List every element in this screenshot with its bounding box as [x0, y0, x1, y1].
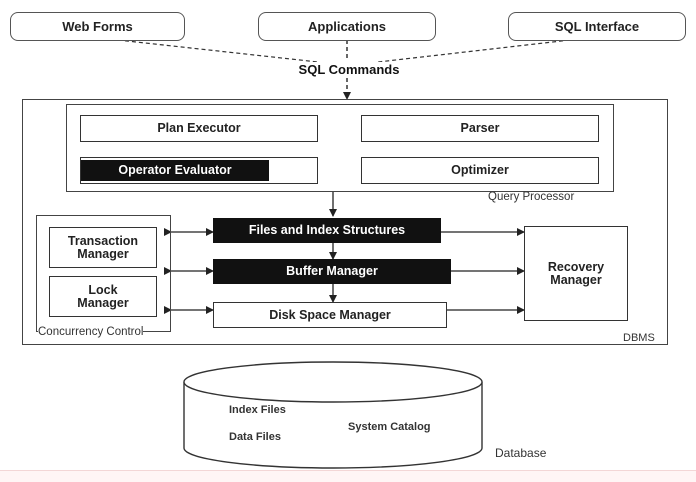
- sql-interface-label: SQL Interface: [554, 19, 640, 34]
- transaction-manager-box: Transaction Manager: [49, 227, 157, 268]
- data-files-label: Data Files: [229, 431, 281, 443]
- web-forms-dashed-line: [117, 39, 319, 63]
- applications-box: Applications: [258, 12, 436, 41]
- operator-evaluator-label: Operator Evaluator: [118, 163, 232, 177]
- operator-evaluator-box: Operator Evaluator: [80, 157, 318, 184]
- parser-box: Parser: [361, 115, 599, 142]
- files-index-box: Files and Index Structures: [213, 218, 441, 243]
- web-forms-label: Web Forms: [62, 19, 133, 34]
- operator-evaluator-highlight: [81, 160, 269, 181]
- dbms-label: DBMS: [623, 332, 655, 344]
- optimizer-label: Optimizer: [451, 163, 509, 177]
- web-forms-box: Web Forms: [10, 12, 185, 41]
- sql-interface-box: SQL Interface: [508, 12, 686, 41]
- buffer-manager-label: Buffer Manager: [286, 264, 378, 278]
- disk-space-manager-box: Disk Space Manager: [213, 302, 447, 328]
- files-index-label: Files and Index Structures: [248, 223, 406, 237]
- lock-manager-box: Lock Manager: [49, 276, 157, 317]
- parser-label: Parser: [460, 121, 500, 135]
- plan-executor-box: Plan Executor: [80, 115, 318, 142]
- index-files-label: Index Files: [229, 404, 286, 416]
- transaction-manager-label: Transaction Manager: [67, 233, 139, 261]
- applications-label: Applications: [307, 19, 386, 34]
- database-label: Database: [495, 446, 547, 460]
- recovery-manager-box: Recovery Manager: [524, 226, 628, 321]
- optimizer-box: Optimizer: [361, 157, 599, 184]
- sql-commands-label: SQL Commands: [282, 62, 416, 77]
- sql-interface-dashed-line: [377, 39, 571, 63]
- plan-executor-label: Plan Executor: [157, 121, 241, 135]
- buffer-manager-box: Buffer Manager: [213, 259, 451, 284]
- database-cylinder: [183, 361, 483, 469]
- bottom-divider: [0, 470, 696, 482]
- query-processor-label: Query Processor: [488, 191, 575, 203]
- lock-manager-label: Lock Manager: [77, 282, 129, 310]
- dbms-frame: [22, 99, 668, 345]
- concurrency-control-label: Concurrency Control: [38, 326, 144, 338]
- system-catalog-label: System Catalog: [348, 421, 431, 433]
- disk-space-manager-label: Disk Space Manager: [269, 307, 391, 322]
- recovery-manager-label: Recovery Manager: [547, 259, 605, 287]
